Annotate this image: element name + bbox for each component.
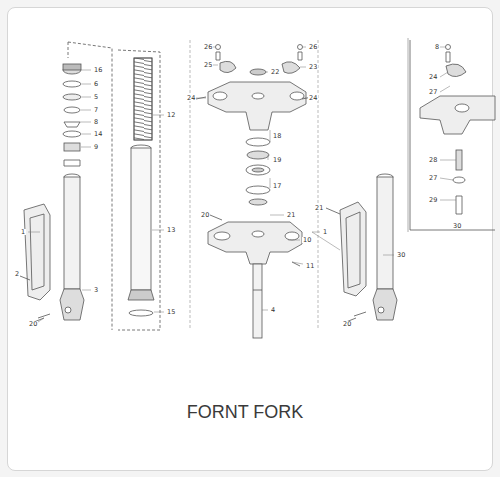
caption: FORNT FORK — [187, 402, 304, 424]
callout-number: 11 — [305, 263, 315, 270]
callout-number: 3 — [93, 287, 99, 294]
callout-number: 6 — [93, 81, 99, 88]
callout-number: 20 — [28, 321, 38, 328]
callout-number: 28 — [428, 157, 438, 164]
callout-number: 27 — [428, 175, 438, 182]
callout-number: 13 — [166, 227, 176, 234]
callout-number: 24 — [428, 74, 438, 81]
callout-number: 2 — [14, 271, 20, 278]
callout-number: 21 — [286, 212, 296, 219]
callout-number: 10 — [302, 237, 312, 244]
callout-number: 15 — [166, 309, 176, 316]
callout-number: 1 — [322, 229, 328, 236]
callout-number: 16 — [93, 67, 103, 74]
callout-number: 30 — [452, 223, 462, 230]
callout-number: 30 — [396, 252, 406, 259]
callout-number: 23 — [308, 64, 318, 71]
callout-number: 12 — [166, 112, 176, 119]
callout-number: 1 — [20, 229, 26, 236]
callout-number: 20 — [342, 321, 352, 328]
callout-number: 25 — [203, 62, 213, 69]
callout-number: 22 — [270, 69, 280, 76]
callout-number: 18 — [272, 133, 282, 140]
callout-number: 21 — [314, 205, 324, 212]
callout-number: 29 — [428, 197, 438, 204]
callout-number: 14 — [93, 131, 103, 138]
callout-number: 8 — [93, 119, 99, 126]
callout-number: 26 — [203, 44, 213, 51]
callout-number: 17 — [272, 183, 282, 190]
callout-number: 9 — [93, 144, 99, 151]
callout-number: 20 — [200, 212, 210, 219]
callout-number: 19 — [272, 157, 282, 164]
callout-number: 8 — [434, 44, 440, 51]
callout-number: 4 — [270, 307, 276, 314]
callout-number: 7 — [93, 107, 99, 114]
callout-number: 5 — [93, 94, 99, 101]
callout-number: 27 — [428, 89, 438, 96]
callout-number: 24 — [308, 95, 318, 102]
callout-number: 26 — [308, 44, 318, 51]
callout-number: 24 — [186, 95, 196, 102]
